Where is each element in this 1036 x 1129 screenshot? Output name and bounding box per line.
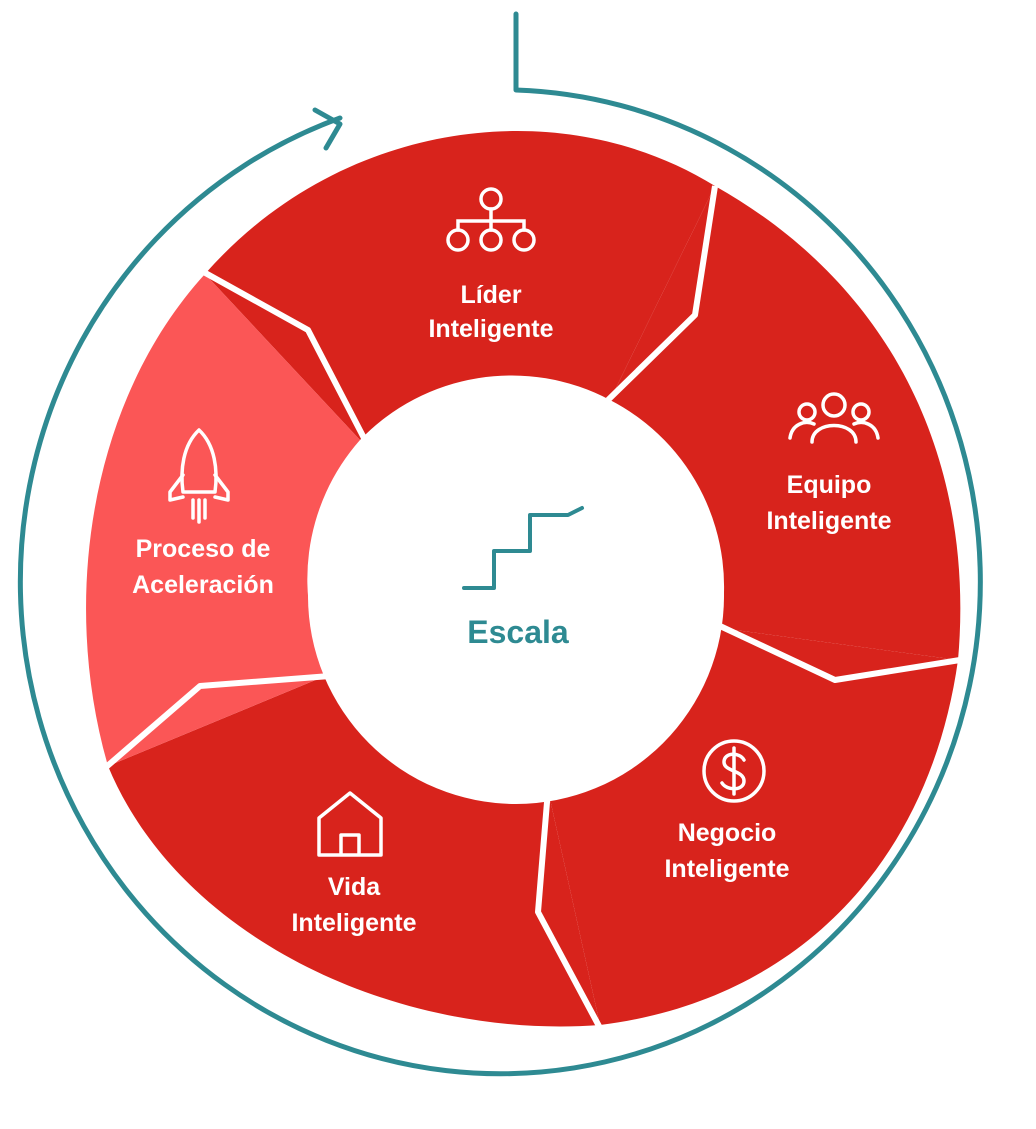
segment-vida: [108, 674, 600, 1027]
segment-proceso: [86, 274, 361, 766]
segment-lider: [205, 131, 715, 440]
segment-label-line2: Inteligente: [664, 855, 789, 883]
segment-negocio: [548, 628, 958, 1025]
house-icon: [317, 791, 383, 857]
segment-label-line1: Vida: [328, 873, 381, 901]
segment-dividers: [103, 185, 961, 1030]
dollar-icon: [702, 739, 766, 803]
center-circle: [308, 388, 724, 804]
segment-label-line2: Inteligente: [291, 909, 416, 937]
segment-label-line1: Líder: [460, 281, 521, 309]
cycle-arrow: [17, 11, 983, 1077]
team-icon: [788, 392, 880, 444]
segment-label-line1: Equipo: [787, 471, 872, 499]
segment-label-line1: Negocio: [678, 819, 777, 847]
rocket-icon: [168, 428, 230, 524]
center-label: Escala: [467, 614, 569, 650]
segment-label-line1: Proceso de: [136, 535, 271, 563]
segment-label-line2: Inteligente: [766, 507, 891, 535]
stairs-icon: [462, 506, 584, 590]
hierarchy-icon: [446, 187, 536, 252]
segment-label-line2: Aceleración: [132, 571, 274, 599]
segment-label-line2: Inteligente: [428, 315, 553, 343]
